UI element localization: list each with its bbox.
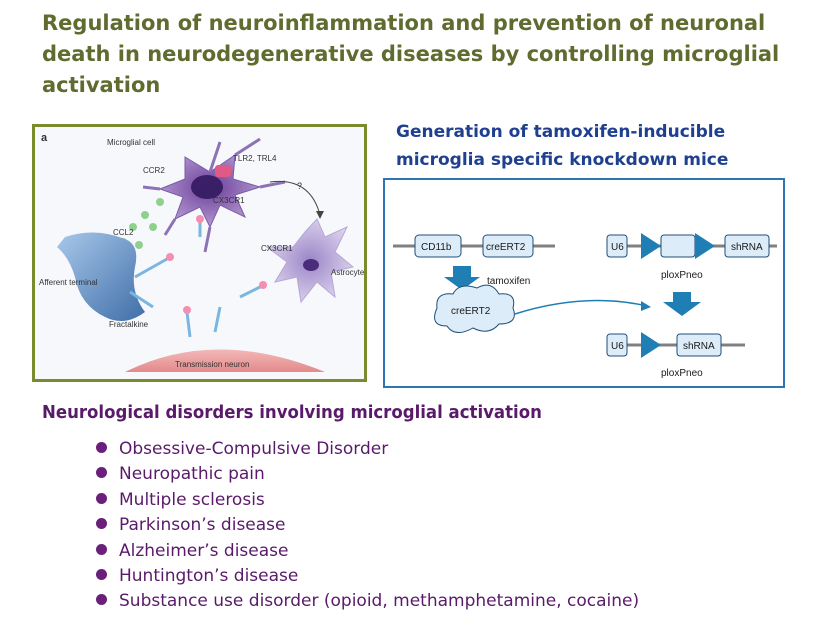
creert2-cloud [434, 284, 515, 333]
u6-top-label: U6 [611, 242, 624, 253]
pneo-box [660, 234, 696, 258]
disorder-label: Neuropathic pain [119, 464, 265, 485]
page-title: Regulation of neuroinflammation and prev… [42, 11, 780, 97]
disorders-list: Obsessive-Compulsive Disorder Neuropathi… [96, 437, 639, 615]
bullet-icon [96, 568, 107, 580]
astrocyte-label: Astrocyte [331, 268, 364, 277]
disorders-heading: Neurological disorders involving microgl… [42, 402, 542, 423]
fractalkine-label: Fractalkine [109, 320, 149, 329]
creert2-box [482, 234, 534, 258]
connector-arrowhead [641, 301, 651, 311]
bullet-icon [96, 518, 107, 530]
shrna-bottom-box [676, 333, 722, 357]
loxp-right-top [695, 233, 715, 259]
ccl2-label: CCL2 [113, 228, 134, 237]
cd11b-box [414, 234, 462, 258]
disorder-label: Multiple sclerosis [119, 489, 265, 510]
tamoxifen-label: tamoxifen [487, 276, 530, 287]
u6-bottom-box [606, 333, 628, 357]
tlr-receptor [215, 165, 231, 177]
tlr-label: TLR2, TRL4 [233, 154, 277, 163]
disorder-label: Obsessive-Compulsive Disorder [119, 439, 389, 459]
bullet-icon [96, 467, 107, 479]
bullet-icon [96, 594, 107, 606]
list-item: Substance use disorder (opioid, methamph… [96, 589, 639, 614]
list-item: Neuropathic pain [96, 462, 639, 487]
loxp-left-top [641, 233, 661, 259]
disorder-label: Substance use disorder (opioid, methamph… [119, 591, 640, 612]
ploxpneo-bottom-label: ploxPneo [661, 368, 703, 379]
curved-arrow [269, 180, 321, 216]
bullet-icon [96, 492, 107, 504]
loxp-bottom [641, 332, 661, 358]
list-item: Multiple sclerosis [96, 488, 639, 513]
ccr2-label: CCR2 [143, 166, 165, 175]
knockdown-title: Generation of tamoxifen-inducible microg… [396, 122, 729, 170]
afferent-label: Afferent terminal [39, 278, 98, 287]
fractalkine-molecules [129, 222, 261, 338]
shrna-bottom-label: shRNA [683, 341, 715, 352]
transmission-neuron [125, 349, 325, 372]
down-arrow-left [444, 266, 480, 290]
connector-arrow [514, 299, 648, 315]
microglial-cell-label: Microglial cell [107, 138, 155, 147]
down-arrow-right [663, 292, 701, 316]
curved-arrowhead [316, 211, 324, 219]
shrna-top-label: shRNA [731, 242, 763, 253]
astrocyte-cell [265, 218, 355, 304]
disorder-label: Alzheimer’s disease [119, 540, 289, 561]
transmission-neuron-label: Transmission neuron [175, 360, 249, 369]
list-item: Obsessive-Compulsive Disorder [96, 437, 639, 462]
microglial-cell [142, 137, 286, 253]
receptor-heads [166, 215, 267, 314]
microglia-figure: a Microglial cell TLR2, TRL4 CCR2 CX3CR1… [32, 124, 367, 382]
disorder-label: Parkinson’s disease [119, 515, 286, 536]
bullet-icon [96, 543, 107, 555]
afferent-terminal [57, 232, 145, 321]
cx3cr1-top-label: CX3CR1 [213, 196, 245, 205]
list-item: Alzheimer’s disease [96, 539, 639, 564]
disorder-label: Huntington’s disease [119, 565, 299, 586]
shrna-top-box [724, 234, 770, 258]
list-item: Parkinson’s disease [96, 513, 639, 538]
creert2-box-label: creERT2 [486, 242, 526, 253]
cd11b-label: CD11b [421, 242, 452, 253]
creert2-cloud-label: creERT2 [451, 306, 491, 317]
cx3cr1-right-label: CX3CR1 [261, 244, 293, 253]
u6-bottom-label: U6 [611, 341, 624, 352]
ploxpneo-top-label: ploxPneo [661, 270, 703, 281]
panel-label: a [41, 132, 48, 144]
list-item: Huntington’s disease [96, 564, 639, 589]
u6-top-box [606, 234, 628, 258]
knockdown-diagram: CD11b creERT2 tamoxifen creERT2 U6 shRNA… [383, 178, 785, 388]
bullet-icon [96, 442, 107, 453]
